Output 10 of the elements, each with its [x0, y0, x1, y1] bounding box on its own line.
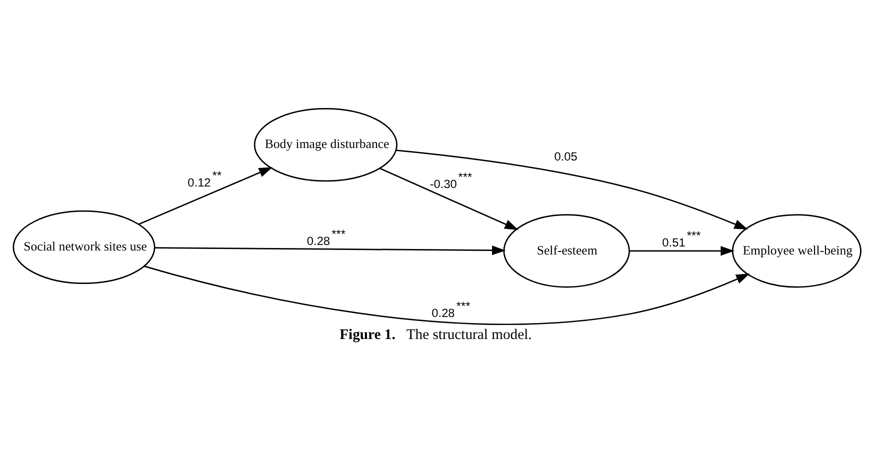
edge-label: 0.05 — [554, 150, 578, 164]
arrow — [144, 266, 750, 325]
arrow — [138, 167, 273, 225]
caption: Figure 1. The structural model. — [340, 327, 532, 344]
arrow — [629, 246, 734, 256]
node-ellipse: Body image disturbance — [254, 108, 398, 182]
arrow — [154, 246, 506, 256]
arrow — [380, 168, 518, 230]
node-ellipse: Social network sites use — [12, 210, 156, 284]
arrow — [396, 150, 748, 230]
